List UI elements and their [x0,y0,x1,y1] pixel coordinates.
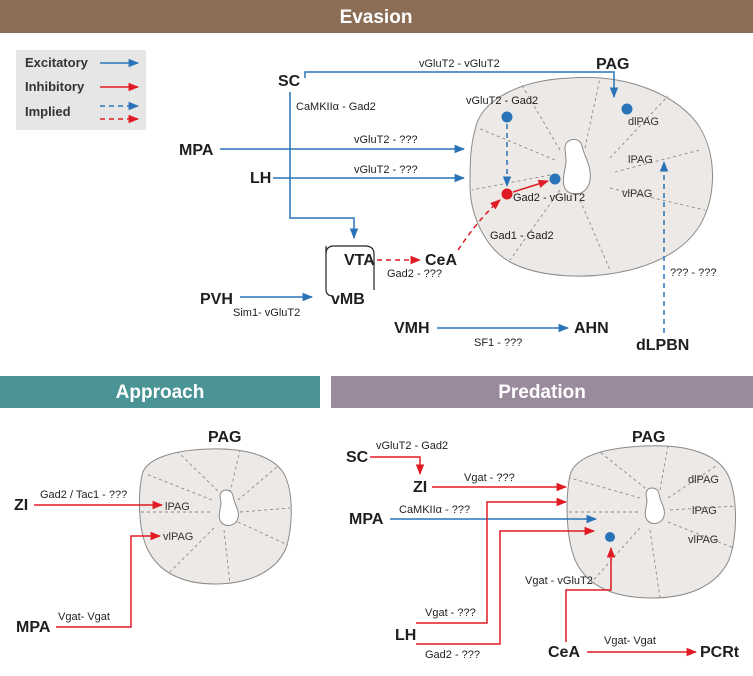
predation-node-pag: PAG [632,429,665,446]
evasion-node-vmb: vMB [331,291,365,308]
legend-inhibitory-label: Inhibitory [25,79,85,94]
evasion-node-lh: LH [250,170,271,187]
approach-pag-aqueduct [218,489,239,526]
approach-title: Approach [116,382,205,403]
predation-lh-gad2-label: Gad2 - ??? [425,649,480,661]
predation-banner: Predation [331,376,753,408]
vta-vmb-bracket-frame [325,245,375,290]
predation-mpa-pag-label: CaMKIIα - ??? [399,504,470,516]
legend-excitatory-label: Excitatory [25,55,89,70]
evasion-pag-neuron-mid [549,173,561,185]
predation-node-lh: LH [395,627,416,644]
evasion-lh-pag-label: vGluT2 - ??? [354,164,418,176]
evasion-inner-mid-label: Gad2 - vGluT2 [513,192,585,204]
approach-lpag-label: lPAG [165,501,190,513]
approach-banner: Approach [0,376,320,408]
evasion-dlpag-label: dlPAG [628,116,659,128]
evasion-pvh-vmb-label: Sim1- vGluT2 [233,307,300,319]
evasion-inner-cea-label: Gad1 - Gad2 [490,230,554,242]
approach-zi-pag-label: Gad2 / Tac1 - ??? [40,489,127,501]
predation-sc-zi-label: vGluT2 - Gad2 [376,440,448,452]
evasion-banner-bg [0,0,753,33]
predation-node-pcrt: PCRt [700,644,740,661]
evasion-title: Evasion [340,7,413,28]
predation-pag: dlPAG lPAG vlPAG [566,445,737,599]
predation-lpag-label: lPAG [692,505,717,517]
predation-cea-pag-arrow [565,546,616,642]
evasion-inner-top-label: vGluT2 - Gad2 [466,95,538,107]
evasion-pag-dividers [471,77,706,271]
predation-lh-gad2-arrow [416,526,596,645]
predation-pag-aqueduct [644,487,665,524]
predation-banner-bg [331,376,753,408]
approach-vlpag-label: vlPAG [163,531,193,543]
vta-vmb-bracket-left [325,246,334,297]
legend-implied-label: Implied [25,104,71,119]
evasion-sc-pag-label: vGluT2 - vGluT2 [419,58,500,70]
evasion-node-pag: PAG [596,56,629,73]
predation-title: Predation [498,382,586,403]
evasion-pag-aqueduct [562,139,591,195]
approach-node-zi: ZI [14,497,28,514]
evasion-vlpag-label: vlPAG [622,188,652,200]
approach-pag: lPAG vlPAG [138,448,292,585]
predation-vlpag-label: vlPAG [688,534,718,546]
evasion-vta-cea-label: Gad2 - ??? [387,268,442,280]
evasion-pag-outline [469,76,714,277]
evasion-node-sc: SC [278,73,301,90]
evasion-pag: dlPAG lPAG vlPAG [469,76,714,277]
evasion-vmh-ahn-label: SF1 - ??? [474,337,522,349]
evasion-node-vmh: VMH [394,320,430,337]
evasion-dlpbn-pag-label: ??? - ??? [670,267,716,279]
evasion-node-mpa: MPA [179,142,214,159]
evasion-mpa-pag-label: vGluT2 - ??? [354,134,418,146]
predation-node-zi: ZI [413,479,427,496]
evasion-node-pvh: PVH [200,291,233,308]
predation-sc-zi-arrow [370,456,425,476]
evasion-node-cea: CeA [425,252,457,269]
approach-pag-dividers [140,449,291,585]
predation-lh-vgat-label: Vgat - ??? [425,607,476,619]
approach-node-mpa: MPA [16,619,51,636]
predation-node-mpa: MPA [349,511,384,528]
predation-node-cea: CeA [548,644,580,661]
evasion-node-ahn: AHN [574,320,609,337]
evasion-pag-neuron-dl [621,103,633,115]
evasion-internal-inhibitory-arrow [512,179,550,193]
evasion-pag-neuron-inhibitory [501,188,513,200]
predation-cea-pcrt-label: Vgat- Vgat [604,635,656,647]
evasion-sc-vta-label: CaMKIIα - Gad2 [296,101,376,113]
predation-lh-vgat-arrow [416,497,568,624]
evasion-sc-vta-arrow [289,92,359,240]
evasion-node-vta: VTA [344,252,375,269]
evasion-banner: Evasion [0,0,753,33]
predation-dlpag-label: dlPAG [688,474,719,486]
approach-pag-outline [138,448,292,585]
predation-node-sc: SC [346,449,369,466]
evasion-lpag-label: lPAG [628,154,653,166]
approach-mpa-pag-label: Vgat- Vgat [58,611,110,623]
approach-banner-bg [0,376,320,408]
approach-node-pag: PAG [208,429,241,446]
evasion-node-dlpbn: dLPBN [636,337,689,354]
predation-cea-pag-label: Vgat - vGluT2 [525,575,593,587]
evasion-sc-pag-arrow [304,71,619,99]
legend: Excitatory Inhibitory Implied [16,50,146,130]
predation-pag-neuron [605,532,615,542]
approach-mpa-pag-arrow [56,531,162,628]
predation-zi-pag-label: Vgat - ??? [464,472,515,484]
evasion-pag-neuron-top [501,111,513,123]
